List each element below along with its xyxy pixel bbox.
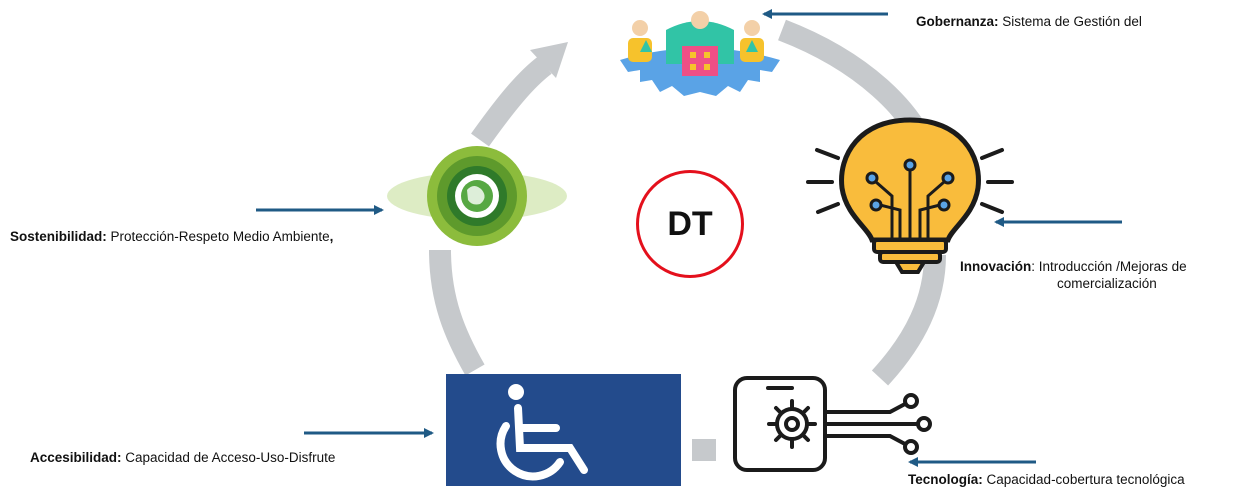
phone-gear-icon <box>733 376 932 472</box>
label-tecnologia-text: Capacidad-cobertura tecnológica <box>982 472 1185 487</box>
label-sostenibilidad-text: Protección-Respeto Medio Ambiente <box>106 229 330 244</box>
label-gobernanza-text: Sistema de Gestión del <box>998 14 1142 29</box>
label-tecnologia-title: Tecnología: <box>908 472 983 487</box>
center-dt-circle: DT <box>636 170 744 278</box>
pointer-arrows <box>256 9 1122 467</box>
label-accesibilidad: Accesibilidad: Capacidad de Acceso-Uso-D… <box>30 449 360 466</box>
cycle-segment-left <box>429 249 485 376</box>
label-accesibilidad-text: Capacidad de Acceso-Uso-Disfrute <box>121 450 336 465</box>
label-gobernanza: Gobernanza: Sistema de Gestión del <box>916 13 1142 30</box>
label-tecnologia: Tecnología: Capacidad-cobertura tecnológ… <box>908 471 1185 488</box>
label-gobernanza-title: Gobernanza: <box>916 14 999 29</box>
label-innovacion-text-line2: comercialización <box>1057 276 1157 291</box>
cycle-segment-top-left <box>471 56 552 147</box>
label-innovacion-text: : Introducción /Mejoras de <box>1031 259 1187 274</box>
label-sostenibilidad: Sostenibilidad: Protección-Respeto Medio… <box>10 228 350 245</box>
governance-network-icon <box>620 11 780 96</box>
label-sostenibilidad-title: Sostenibilidad: <box>10 229 107 244</box>
label-accesibilidad-title: Accesibilidad: <box>30 450 122 465</box>
green-earth-icon <box>387 146 567 246</box>
lightbulb-circuit-icon <box>806 117 1014 274</box>
label-sostenibilidad-suffix: , <box>329 229 334 244</box>
label-innovacion-title: Innovación <box>960 259 1032 274</box>
cycle-arrowhead <box>530 42 568 78</box>
wheelchair-icon <box>446 374 681 486</box>
label-innovacion: Innovación: Introducción /Mejoras de come… <box>960 258 1259 292</box>
cycle-segment-right <box>871 254 946 386</box>
